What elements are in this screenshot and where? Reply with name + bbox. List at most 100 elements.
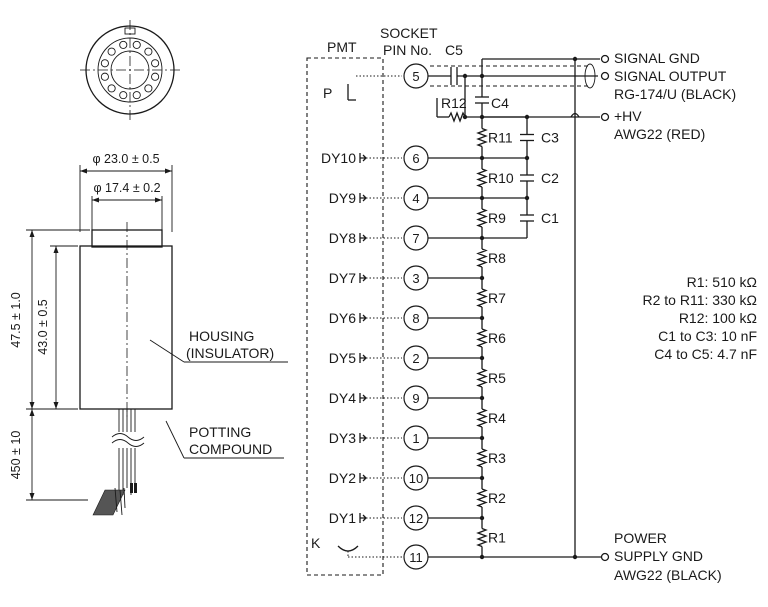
pin-number: 11 — [409, 550, 423, 565]
electrode-label: DY5 — [329, 350, 356, 366]
socket-pin-hole — [144, 47, 153, 56]
resistor — [476, 368, 488, 388]
resistor — [476, 248, 488, 268]
resistor-label: R4 — [488, 410, 506, 426]
pin-number: 4 — [412, 191, 419, 206]
socket-pin-hole — [144, 84, 153, 93]
voltage-divider-circuit: PMT SOCKET PIN No. C5 — [306, 25, 758, 583]
electrode-label: DY9 — [329, 190, 356, 206]
electrode-label: DY10 — [321, 150, 356, 166]
pin-number: 8 — [412, 311, 419, 326]
socket-pin-hole — [107, 47, 116, 56]
resistor — [476, 408, 488, 428]
value-c4-c5: C4 to C5: 4.7 nF — [654, 346, 757, 362]
pin-number: 10 — [409, 471, 423, 486]
inner-diameter-label: φ 17.4 ± 0.2 — [93, 181, 160, 195]
pmt-boundary — [306, 57, 384, 576]
resistor — [476, 527, 488, 548]
resistor-label: R6 — [488, 330, 506, 346]
electrode-label: DY3 — [329, 430, 356, 446]
outer-diameter-dimension: φ 23.0 ± 0.5 — [79, 152, 173, 232]
socket-pin — [403, 63, 429, 89]
socket-pin-hole — [100, 59, 109, 68]
resistor-label: R7 — [488, 290, 506, 306]
outer-diameter-label: φ 23.0 ± 0.5 — [92, 152, 159, 166]
potting-callout: POTTING COMPOUND — [165, 420, 284, 459]
socket-pin-hole — [100, 72, 109, 81]
resistor — [476, 208, 488, 228]
resistor-label: R11 — [488, 130, 513, 146]
power-supply-gnd-label: SUPPLY GND — [614, 548, 703, 564]
pin-number: 6 — [412, 151, 419, 166]
pin-row: DY6 8 — [329, 305, 482, 331]
housing-callout: HOUSING (INSULATOR) — [149, 328, 288, 363]
pin-number: 2 — [412, 351, 419, 366]
pin-number: 5 — [412, 69, 419, 84]
pin-row: DY7 3 — [329, 265, 482, 291]
value-r1: R1: 510 kΩ — [687, 274, 757, 290]
lead-wires — [92, 409, 145, 516]
value-r12: R12: 100 kΩ — [679, 310, 757, 326]
signal-cable-label: RG-174/U (BLACK) — [614, 86, 736, 102]
resistor — [476, 488, 488, 508]
pin-number: 12 — [409, 511, 423, 526]
electrode-label: DY1 — [329, 510, 356, 526]
pin-number: 9 — [412, 391, 419, 406]
socket-pin-hole — [132, 40, 141, 49]
capacitor-label: C2 — [541, 170, 559, 186]
socket-pin-hole — [132, 91, 141, 100]
socket-side-view — [79, 222, 173, 420]
power-cable-label: AWG22 (BLACK) — [614, 567, 722, 583]
housing-insulator-label: (INSULATOR) — [186, 345, 274, 361]
pin-row: DY10 6 — [321, 145, 482, 171]
pin-row: DY1 12 — [329, 505, 482, 531]
resistor — [476, 127, 488, 148]
pmt-label: PMT — [327, 39, 357, 55]
pin-row: DY4 9 — [329, 385, 482, 411]
lead-length-label: 450 ± 10 — [9, 431, 23, 480]
electrode-label: P — [323, 85, 332, 101]
pin-number: 7 — [412, 231, 419, 246]
value-r2-r11: R2 to R11: 330 kΩ — [643, 292, 758, 308]
capacitor-label: C1 — [541, 210, 559, 226]
signal-gnd-label: SIGNAL GND — [614, 50, 700, 66]
socket-pin-hole — [151, 72, 160, 81]
height-dimensions: 47.5 ± 1.0 43.0 ± 0.5 450 ± 10 — [9, 229, 90, 501]
electrode-label: DY7 — [329, 270, 356, 286]
socket-pin-hole — [119, 40, 128, 49]
socket-label: SOCKET — [380, 25, 438, 41]
electrode-label: DY6 — [329, 310, 356, 326]
overall-height-label: 47.5 ± 1.0 — [9, 292, 23, 348]
pin-row: DY5 2 — [329, 345, 482, 371]
socket-pin-hole — [107, 84, 116, 93]
resistor-label: R9 — [488, 210, 506, 226]
pin-number: 3 — [412, 271, 419, 286]
pin-row: K11 — [311, 535, 482, 570]
power-label: POWER — [614, 530, 667, 546]
inner-diameter-dimension: φ 17.4 ± 0.2 — [91, 181, 163, 230]
pin-number: 1 — [412, 431, 419, 446]
resistor-r12-label: R12 — [441, 95, 467, 111]
pin-row: DY9 4 — [329, 185, 482, 211]
resistor — [476, 288, 488, 308]
pin-row: P5 — [323, 63, 429, 101]
pin-no-label: PIN No. — [383, 42, 432, 58]
potting-label: POTTING — [189, 424, 251, 440]
socket-pin-hole — [151, 59, 160, 68]
capacitor-label: C3 — [541, 130, 559, 146]
signal-cable-shield — [430, 65, 590, 87]
potting-compound-label: COMPOUND — [189, 441, 272, 457]
housing-height-label: 43.0 ± 0.5 — [36, 299, 50, 355]
resistor — [476, 168, 488, 188]
hv-label: +HV — [614, 108, 642, 124]
resistor-label: R3 — [488, 450, 506, 466]
resistor — [476, 328, 488, 348]
socket-mechanical-drawing: φ 23.0 ± 0.5 φ 17.4 ± 0.2 — [9, 20, 288, 516]
resistor-label: R2 — [488, 490, 506, 506]
resistor-label: R10 — [488, 170, 514, 186]
electrode-label: DY4 — [329, 390, 356, 406]
socket-pin-hole — [119, 91, 128, 100]
